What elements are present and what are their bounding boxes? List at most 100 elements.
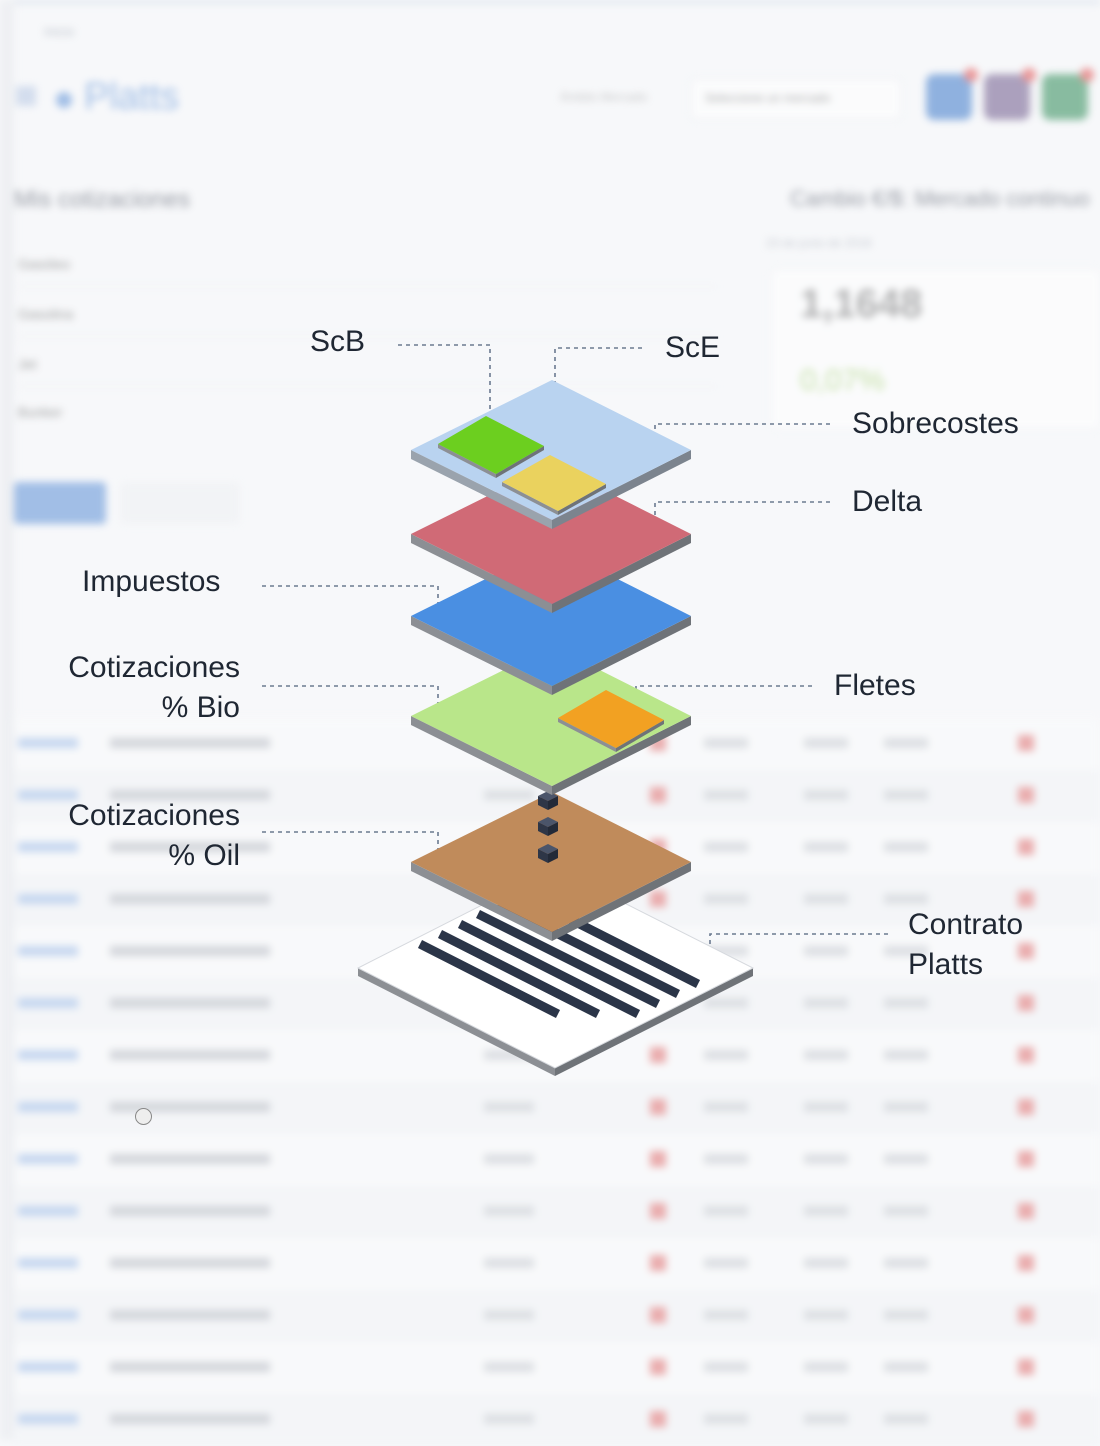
cursor-indicator [135,1108,152,1125]
impuestos-side-right [552,616,691,695]
row-number [704,1206,748,1216]
row-link[interactable] [18,1362,78,1372]
label-fletes: Fletes [834,669,916,702]
bio-top [411,646,691,786]
row-status-badge [1018,735,1034,751]
row-product [110,894,270,904]
label-sobrecostes: Sobrecostes [852,407,1019,440]
row-number [704,1102,748,1112]
notification-badge [1080,68,1094,82]
row-link[interactable] [18,1206,78,1216]
mis-productos-button[interactable] [120,482,240,524]
row-link[interactable] [18,1050,78,1060]
connector-cube [538,844,558,863]
row-label: Gasolina [18,306,74,322]
contrato-side-right [555,968,753,1076]
left-sidebar-strip [0,0,14,1440]
connector-cube [538,817,558,836]
row-product [110,1206,270,1216]
row-link[interactable] [18,1310,78,1320]
row-value [484,1310,534,1320]
impuestos-top [411,546,691,686]
top-progress-bar [14,0,1100,4]
section-title-cambio: Cambio €/$: Mercado continuo [790,186,1090,211]
row-number [704,1258,748,1268]
label-scb: ScB [310,325,366,358]
label-cotizaciones-bio: Cotizaciones % Bio [40,648,240,728]
row-link[interactable] [18,738,78,748]
connector-cubes [538,791,558,863]
row-link[interactable] [18,790,78,800]
row-number [884,1310,928,1320]
row-value [484,1362,534,1372]
exchange-value: 1,1648 [800,282,923,326]
table-row[interactable] [14,1394,1100,1446]
row-status-badge [1018,1307,1034,1323]
row-value [484,1206,534,1216]
row-number [704,738,748,748]
row-product [110,842,270,852]
contrato-platts-layer [356,867,755,1076]
row-link[interactable] [18,1414,78,1424]
row-status-badge [650,787,666,803]
leader-line-delta [654,501,830,532]
row-value [484,1154,534,1164]
contrato-side-left [358,968,555,1076]
sobrecostes-top [411,380,691,520]
row-number [804,1102,848,1112]
section-title-cotizaciones: Mis cotizaciones [14,186,191,213]
row-number [704,1154,748,1164]
filter-label: Ámbito Mercado [560,90,648,104]
row-link[interactable] [18,946,78,956]
leader-line-impuestos [262,585,439,618]
row-number [884,738,928,748]
row-status-badge [1018,995,1034,1011]
row-product [110,1310,270,1320]
row-status-badge [650,1411,666,1427]
row-link[interactable] [18,998,78,1008]
row-number [704,790,748,800]
row-status-badge [650,1307,666,1323]
leader-line-oil [262,831,439,862]
row-product [110,998,270,1008]
row-status-badge [1018,1047,1034,1063]
row-number [704,1310,748,1320]
row-link[interactable] [18,1154,78,1164]
row-link[interactable] [18,1102,78,1112]
app-icon[interactable] [984,68,1036,120]
table-row[interactable] [14,1186,1100,1238]
sce-tile [502,455,606,515]
table-row[interactable] [14,1082,1100,1134]
row-product [110,1102,270,1112]
table-row[interactable] [14,1290,1100,1342]
spreadsheet-icon[interactable] [1042,68,1094,120]
menu-icon[interactable] [16,86,36,106]
row-link[interactable] [18,1258,78,1268]
sobrecostes-side-right [552,450,691,529]
row-number [884,894,928,904]
row-number [804,842,848,852]
facebook-icon[interactable] [926,68,978,120]
row-label: Bunker [18,404,63,420]
row-link[interactable] [18,894,78,904]
row-product [110,790,270,800]
consultar-button[interactable] [14,482,106,524]
market-select[interactable]: Seleccione un mercado [690,78,902,120]
row-number [704,998,748,1008]
row-divider [18,386,718,387]
scb-tile [438,416,544,478]
row-number [804,946,848,956]
row-status-badge [650,891,666,907]
delta-top [411,464,691,604]
table-row[interactable] [14,1134,1100,1186]
section-date: 23 de junio de 2018 [766,236,872,250]
exchange-change: 0,07% [800,364,886,397]
row-number [884,946,928,956]
row-status-badge [1018,1359,1034,1375]
row-number [704,842,748,852]
table-row[interactable] [14,1342,1100,1394]
breadcrumb[interactable]: Inicio [44,24,75,39]
table-row[interactable] [14,1238,1100,1290]
row-number [884,790,928,800]
row-link[interactable] [18,842,78,852]
